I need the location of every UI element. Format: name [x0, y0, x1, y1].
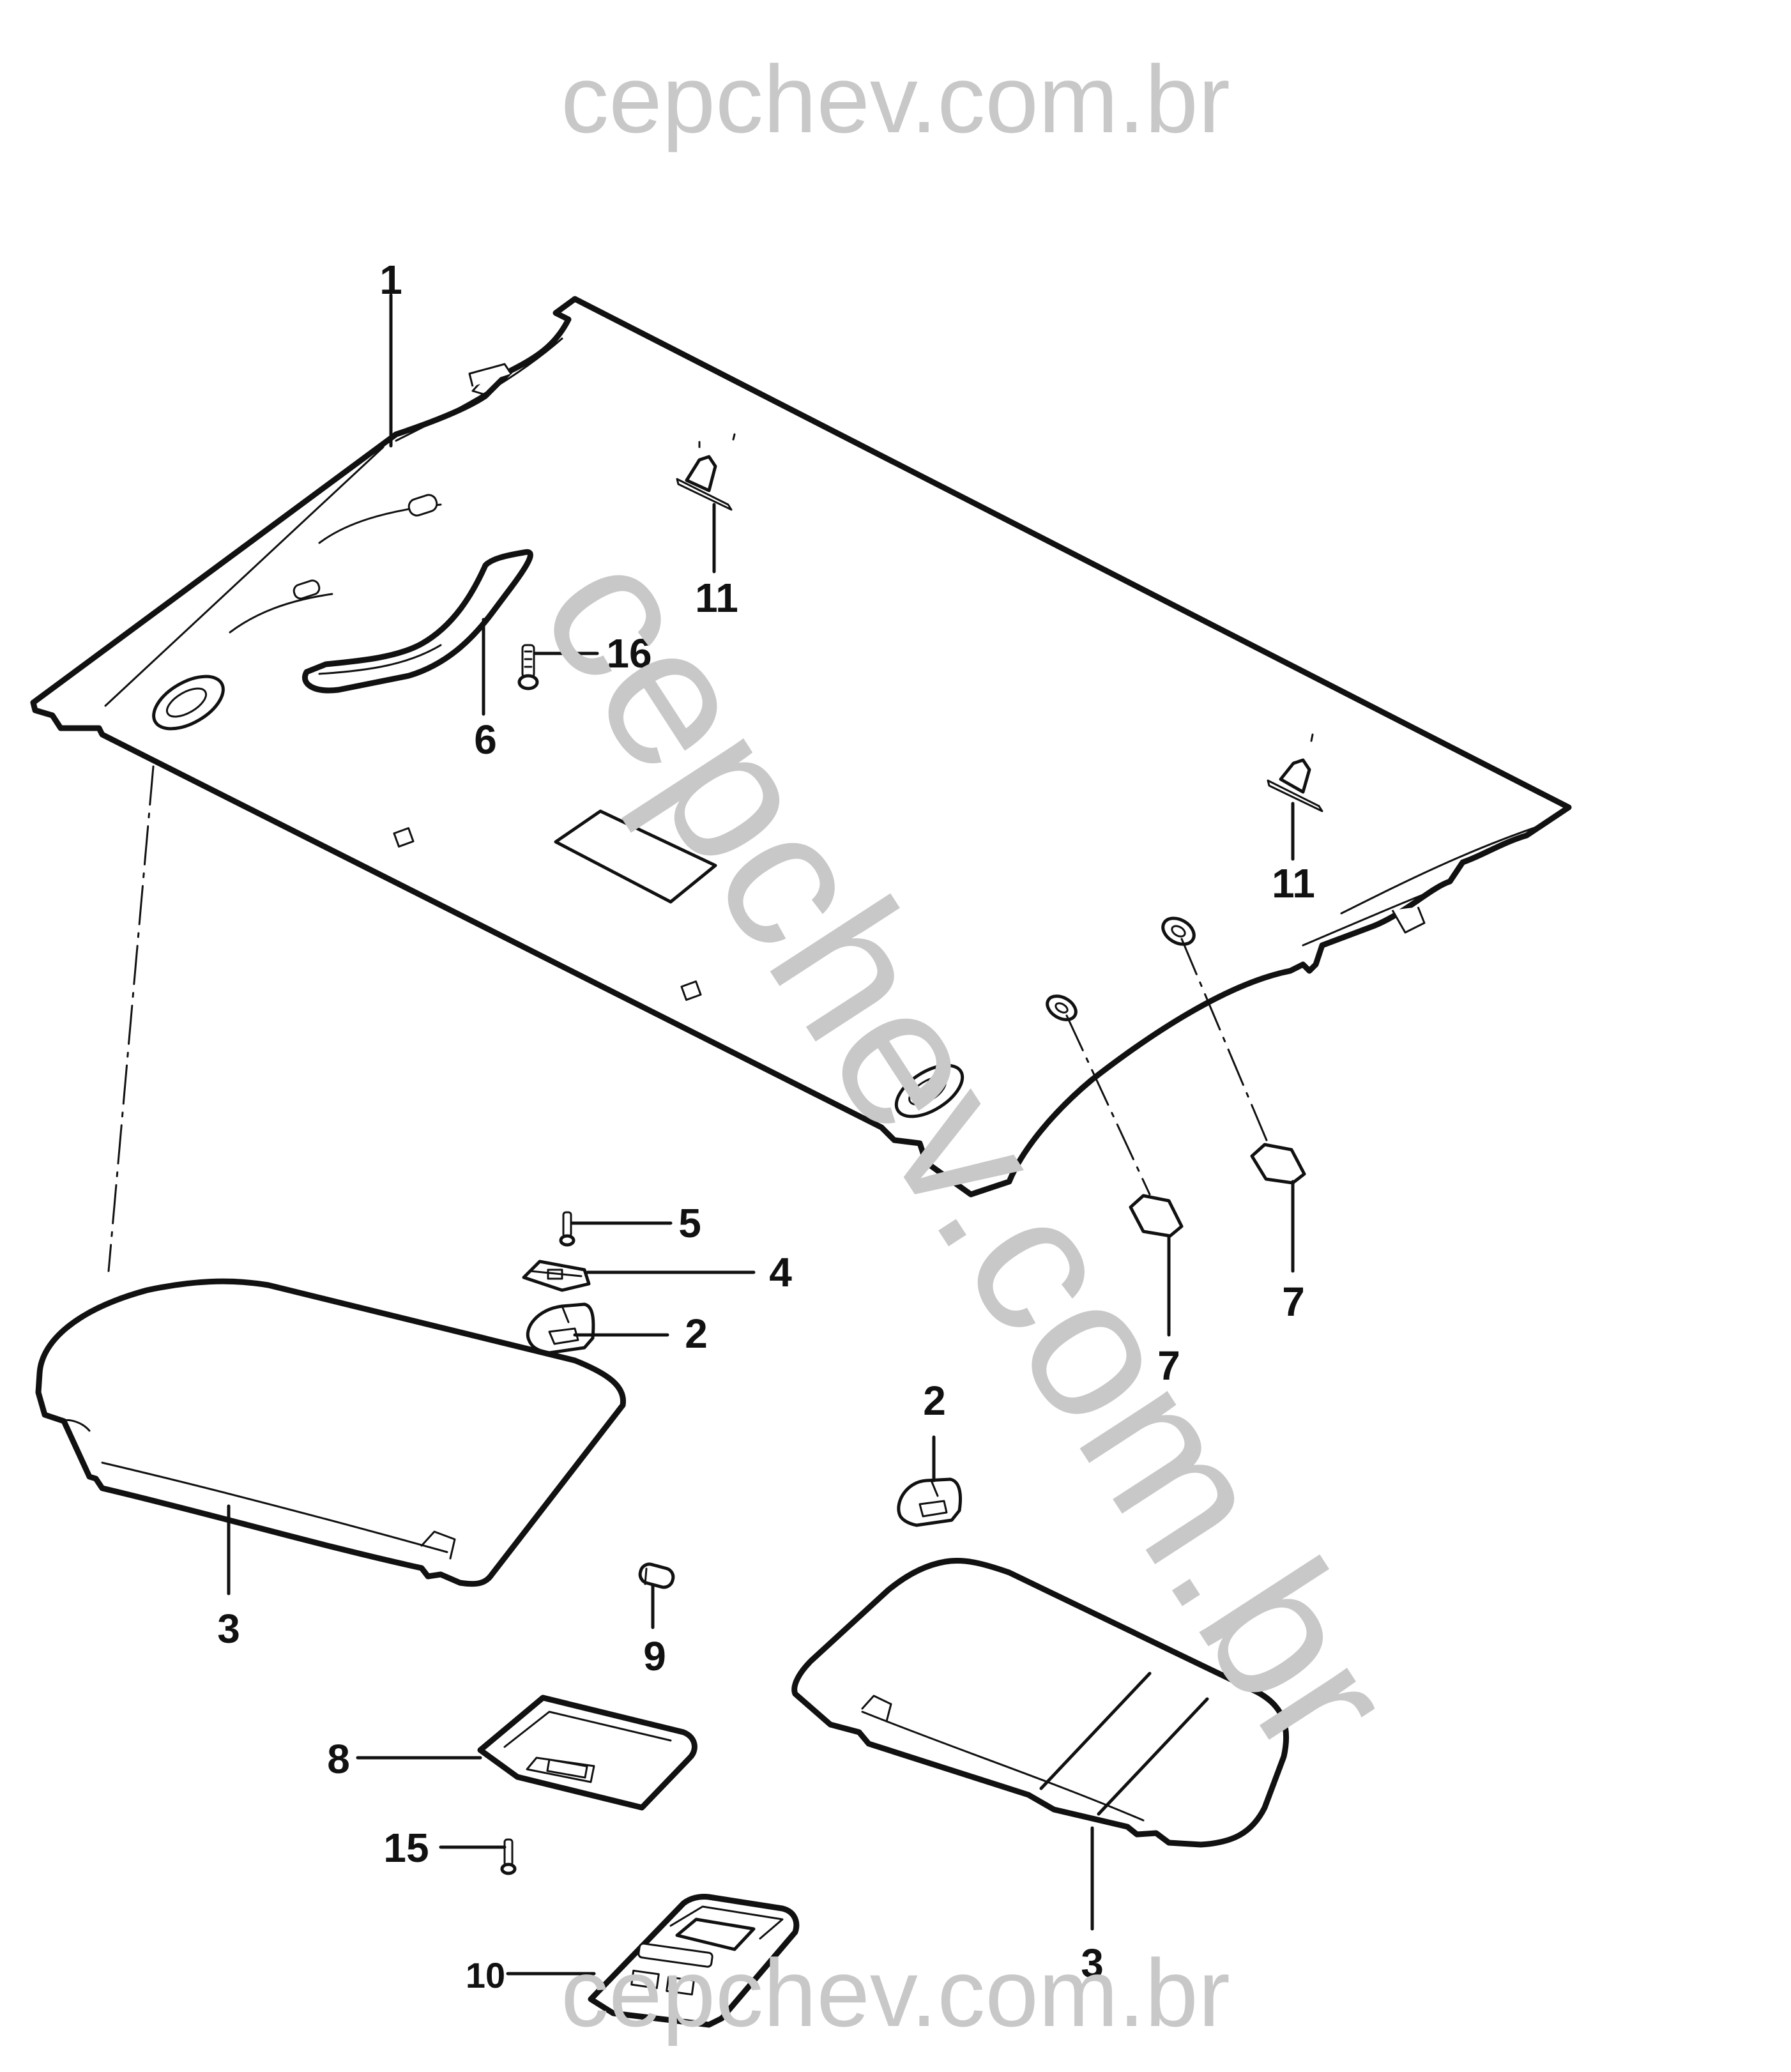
callout-6: 6: [474, 717, 497, 763]
callout-2a: 2: [685, 1311, 708, 1357]
callout-labels: 1 11 16 6 11 5 4 2 7 7 2 3 9 8 15 3 10: [217, 257, 1315, 1995]
retainer-clip-4: [522, 1260, 591, 1292]
callout-10: 10: [466, 1955, 505, 1995]
callout-11b: 11: [1272, 860, 1315, 906]
sun-visor-right: [791, 1558, 1290, 1848]
push-clip-11b: [1267, 733, 1323, 812]
watermark-bottom: cepchev.com.br: [561, 1939, 1230, 2046]
lamp-bulb-9: [638, 1562, 675, 1589]
callout-2b: 2: [923, 1378, 946, 1424]
watermark-top: cepchev.com.br: [561, 45, 1230, 153]
screw-16: [517, 644, 539, 690]
grab-handle: [302, 549, 533, 694]
callout-11a: 11: [695, 575, 738, 621]
push-clip-11a: [676, 433, 736, 511]
cap-cover-7a: [1129, 1194, 1184, 1238]
headliner-panel: [30, 296, 1572, 1198]
callout-7b: 7: [1157, 1343, 1180, 1389]
callout-3-right: 3: [1081, 1940, 1104, 1986]
callout-3-left: 3: [217, 1606, 240, 1652]
sun-visor-left: [35, 1278, 626, 1587]
callout-9: 9: [643, 1633, 666, 1679]
callout-8: 8: [327, 1736, 350, 1782]
callout-1: 1: [379, 257, 402, 303]
callout-7a: 7: [1282, 1279, 1305, 1325]
leader-lines: [107, 293, 1295, 1976]
screw-15: [500, 1838, 517, 1875]
visor-bracket-2a: [526, 1302, 595, 1355]
callout-4: 4: [769, 1249, 792, 1295]
cap-cover-7b: [1250, 1143, 1306, 1185]
callout-5: 5: [678, 1200, 701, 1246]
overhead-console-10: [588, 1894, 800, 2028]
screw-5: [559, 1211, 575, 1247]
callout-16: 16: [606, 630, 652, 676]
dome-lamp-lens-8: [477, 1695, 697, 1811]
callout-15: 15: [383, 1825, 429, 1871]
visor-bracket-2b: [897, 1477, 962, 1527]
